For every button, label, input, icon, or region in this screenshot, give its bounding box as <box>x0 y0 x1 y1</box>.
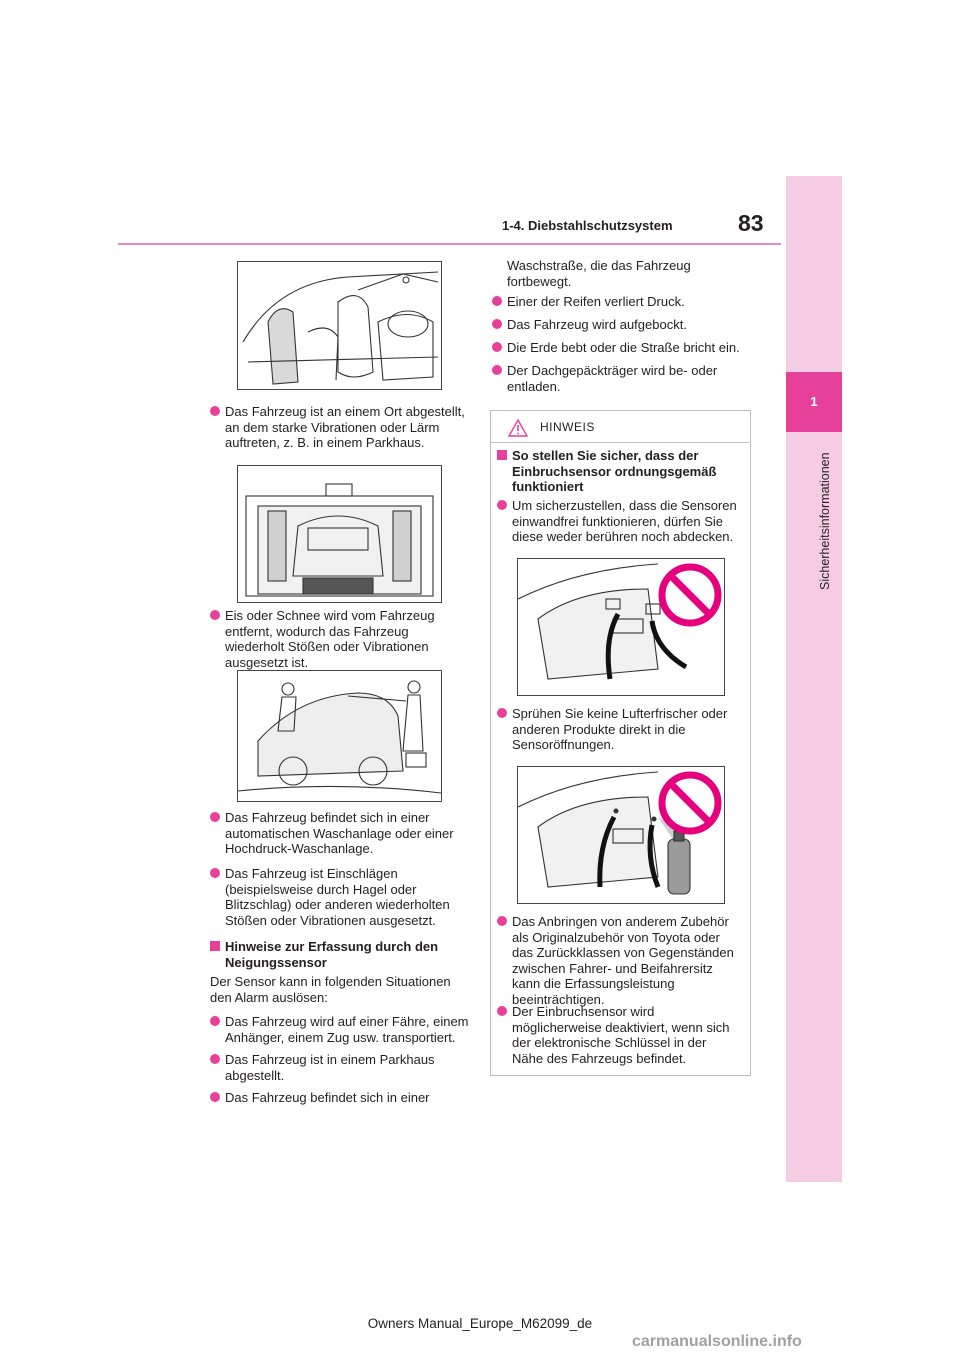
list-item: Sprühen Sie keine Lufterfrischer oder an… <box>497 706 740 753</box>
bullet-icon <box>210 812 220 822</box>
list-item: Der Einbruchsensor wird möglicherweise d… <box>497 1004 740 1066</box>
caution-title: HINWEIS <box>540 420 595 434</box>
car-wash-illustration <box>237 465 442 603</box>
section-heading: Hinweise zur Erfassung durch den Neigung… <box>210 939 475 970</box>
warning-triangle-icon <box>507 418 529 437</box>
bullet-icon <box>210 1054 220 1064</box>
watermark: carmanualsonline.info <box>632 1333 802 1350</box>
sensor-touch-illustration <box>517 558 725 696</box>
chapter-label-text: Sicherheitsinformationen <box>818 452 832 590</box>
list-item: Das Fahrzeug wird auf einer Fähre, einem… <box>210 1014 475 1045</box>
bullet-icon <box>210 868 220 878</box>
list-item: Das Fahrzeug ist an einem Ort abgestellt… <box>210 404 470 451</box>
interior-illustration <box>237 261 442 390</box>
caution-box <box>490 410 751 1076</box>
bullet-icon <box>497 1006 507 1016</box>
chapter-number: 1 <box>786 372 842 432</box>
square-bullet-icon <box>497 450 507 460</box>
bullet-icon <box>492 342 502 352</box>
sensor-spray-illustration <box>517 766 725 904</box>
bullet-icon <box>210 1092 220 1102</box>
caution-heading: So stellen Sie sicher, dass der Einbruch… <box>497 448 737 495</box>
list-item: Das Fahrzeug ist Einschlägen (beispielsw… <box>210 866 470 928</box>
continuation-text: Waschstraße, die das Fahrzeug fortbewegt… <box>507 258 691 289</box>
list-item: Das Anbringen von anderem Zubehör als Or… <box>497 914 740 1007</box>
bullet-icon <box>492 365 502 375</box>
bullet-icon <box>210 1016 220 1026</box>
list-item: Das Fahrzeug wird aufgebockt. <box>492 317 747 333</box>
document-footer: Owners Manual_Europe_M62099_de <box>367 1316 593 1331</box>
bullet-icon <box>497 916 507 926</box>
bullet-icon <box>210 406 220 416</box>
list-item: Einer der Reifen verliert Druck. <box>492 294 747 310</box>
list-item: Das Fahrzeug befindet sich in einer <box>210 1090 475 1106</box>
page-number: 83 <box>738 210 764 236</box>
chapter-side-tab <box>786 176 842 1182</box>
bullet-icon <box>492 319 502 329</box>
snow-removal-illustration <box>237 670 442 802</box>
section-title: 1-4. Diebstahlschutzsystem <box>502 218 673 233</box>
caution-header <box>490 410 749 443</box>
bullet-icon <box>497 708 507 718</box>
bullet-icon <box>210 610 220 620</box>
list-item: Das Fahrzeug ist in einem Parkhaus abges… <box>210 1052 475 1083</box>
square-bullet-icon <box>210 941 220 951</box>
list-item: Eis oder Schnee wird vom Fahrzeug entfer… <box>210 608 470 670</box>
list-item: Die Erde bebt oder die Straße bricht ein… <box>492 340 747 356</box>
chapter-label: Sicherheitsinformationen <box>804 440 832 600</box>
list-item: Um sicherzustellen, dass die Sensoren ei… <box>497 498 740 545</box>
bullet-icon <box>497 500 507 510</box>
header-rule <box>118 243 781 245</box>
list-item: Der Dachgepäckträger wird be- oder entla… <box>492 363 747 394</box>
intro-text: Der Sensor kann in folgenden Situationen… <box>210 974 451 1005</box>
bullet-icon <box>492 296 502 306</box>
list-item: Das Fahrzeug befindet sich in einer auto… <box>210 810 470 857</box>
